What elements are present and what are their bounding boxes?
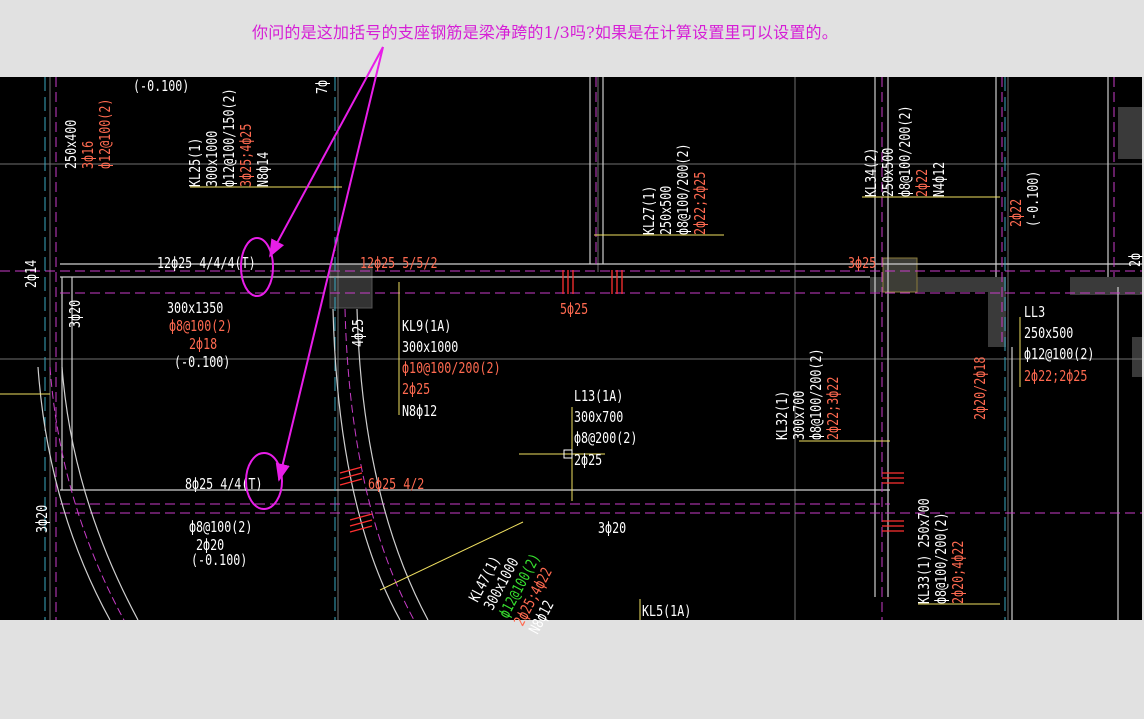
kl25-side: N8ф14 bbox=[254, 151, 272, 187]
kl34-block: KL34(2) 250x500 ф8@100/200(2) 2ф22 N4ф12 bbox=[862, 80, 948, 197]
support-rebar-lower-mid: 6ф25 4/2 bbox=[368, 475, 425, 493]
bottom-beam-elev: (-0.100) bbox=[191, 551, 248, 569]
label-7-top: 7ф bbox=[313, 79, 331, 94]
kl32-rebar: 2ф22;3ф22 bbox=[824, 376, 842, 440]
curved-beam-left bbox=[37, 366, 139, 621]
side-label-3d20-upper: 3ф20 bbox=[66, 299, 84, 328]
kl9-size: 300x1000 bbox=[402, 338, 459, 356]
right-top-elev: (-0.100) bbox=[1024, 170, 1042, 227]
beam-300x1350-stirrup: ф8@100(2) bbox=[169, 317, 233, 335]
kl25-size: 300x1000 bbox=[203, 130, 221, 187]
side-label-3d20-lower: 3ф20 bbox=[33, 504, 51, 533]
dashed-beam-lines bbox=[0, 77, 1142, 620]
kl34-name: KL34(2) bbox=[862, 147, 880, 197]
ll3-stirrup: ф12@100(2) bbox=[1024, 345, 1095, 363]
cad-linework bbox=[0, 77, 1142, 621]
kl32-size: 300x700 bbox=[790, 390, 808, 440]
kl27-block: KL27(1) 250x500 ф8@100/200(2) 2ф22;2ф25 bbox=[640, 118, 709, 235]
side-label-2d14: 2ф14 bbox=[22, 259, 40, 288]
l13-rebar: 2ф25 bbox=[574, 451, 603, 469]
l13-size: 300x700 bbox=[574, 408, 624, 426]
kl25-stirrup: ф12@100/150(2) bbox=[220, 88, 238, 187]
ll3-rebar: 2ф22;2ф25 bbox=[1024, 367, 1088, 385]
vert-label-4d25: 4ф25 bbox=[349, 318, 367, 347]
grid-axes bbox=[0, 77, 1142, 620]
kl32-name: KL32(1) bbox=[773, 390, 791, 440]
kl33-rebar: 2ф20;4ф22 bbox=[949, 540, 967, 604]
kl34-rebar: 2ф22 bbox=[913, 168, 931, 197]
kl9-side: N8ф12 bbox=[402, 402, 438, 420]
right-top-rebar: 2ф22 bbox=[1007, 198, 1025, 227]
kl25-rebar: 3ф25;4ф25 bbox=[237, 123, 255, 187]
annotation-question: 你问的是这加括号的支座钢筋是梁净跨的1/3吗?如果是在计算设置里可以设置的。 bbox=[252, 23, 838, 42]
kl25-name: KL25(1) bbox=[186, 137, 204, 187]
kl32-block: KL32(1) 300x700 ф8@100/200(2) 2ф22;3ф22 bbox=[773, 323, 842, 440]
kl9-rebar: 2ф25 bbox=[402, 380, 431, 398]
cad-drawing-area[interactable]: (-0.100) 7ф 250x400 3ф16 ф12@100(2) KL25… bbox=[0, 77, 1144, 637]
ll3-size: 250x500 bbox=[1024, 324, 1074, 342]
kl27-name: KL27(1) bbox=[640, 185, 658, 235]
support-rebar-upper: 12ф25 4/4/4(T) bbox=[157, 254, 256, 272]
section-marker bbox=[563, 449, 573, 459]
support-rebar-right: 3ф25 bbox=[848, 254, 877, 272]
beam-300x1350-elev: (-0.100) bbox=[174, 353, 231, 371]
kl33-block: KL33(1) 250x700 ф8@100/200(2) 2ф20;4ф22 bbox=[915, 469, 967, 604]
vert-label-2d20-2d18: 2ф20/2ф18 bbox=[971, 356, 989, 420]
beam-300x1350-size: 300x1350 bbox=[167, 299, 224, 317]
l13-stirrup: ф8@200(2) bbox=[574, 429, 638, 447]
kl33-name: KL33(1) 250x700 bbox=[915, 498, 933, 604]
kl34-stirrup: ф8@100/200(2) bbox=[896, 105, 914, 197]
rebar-5d25: 5ф25 bbox=[560, 300, 589, 318]
beam-300x1350-rebar: 2ф18 bbox=[189, 335, 218, 353]
kl27-rebar: 2ф22;2ф25 bbox=[691, 171, 709, 235]
kl33-stirrup: ф8@100/200(2) bbox=[932, 512, 950, 604]
kl34-side: N4ф12 bbox=[930, 161, 948, 197]
left-beam-size: 250x400 bbox=[62, 119, 80, 169]
left-beam-block: 250x400 3ф16 ф12@100(2) bbox=[62, 79, 114, 169]
kl5-name: KL5(1A) bbox=[642, 602, 692, 620]
kl25-block: KL25(1) 300x1000 ф12@100/150(2) 3ф25;4ф2… bbox=[186, 61, 272, 187]
bottom-beam-stirrup: ф8@100(2) bbox=[189, 518, 253, 536]
leader-lines bbox=[0, 186, 1021, 620]
kl34-size: 250x500 bbox=[879, 147, 897, 197]
support-rebar-mid: 12ф25 5/5/2 bbox=[360, 254, 438, 272]
edge-label-right: 2ф bbox=[1126, 252, 1144, 267]
kl27-stirrup: ф8@100/200(2) bbox=[674, 143, 692, 235]
left-beam-rebar: 3ф16 bbox=[79, 140, 97, 169]
kl27-size: 250x500 bbox=[657, 185, 675, 235]
ll3-name: LL3 bbox=[1024, 303, 1046, 321]
elev-label-top: (-0.100) bbox=[133, 77, 190, 95]
kl9-stirrup: ф10@100/200(2) bbox=[402, 359, 501, 377]
right-top-block: 2ф22 (-0.100) bbox=[1007, 155, 1042, 227]
kl32-stirrup: ф8@100/200(2) bbox=[807, 348, 825, 440]
l13-name: L13(1A) bbox=[574, 387, 624, 405]
left-beam-stirrup: ф12@100(2) bbox=[96, 98, 114, 169]
kl9-name: KL9(1A) bbox=[402, 317, 452, 335]
bottom-3d20: 3ф20 bbox=[598, 519, 627, 537]
support-rebar-lower: 8ф25 4/4(T) bbox=[185, 475, 263, 493]
bottom-beam-rebar: 2ф20 bbox=[196, 536, 225, 554]
